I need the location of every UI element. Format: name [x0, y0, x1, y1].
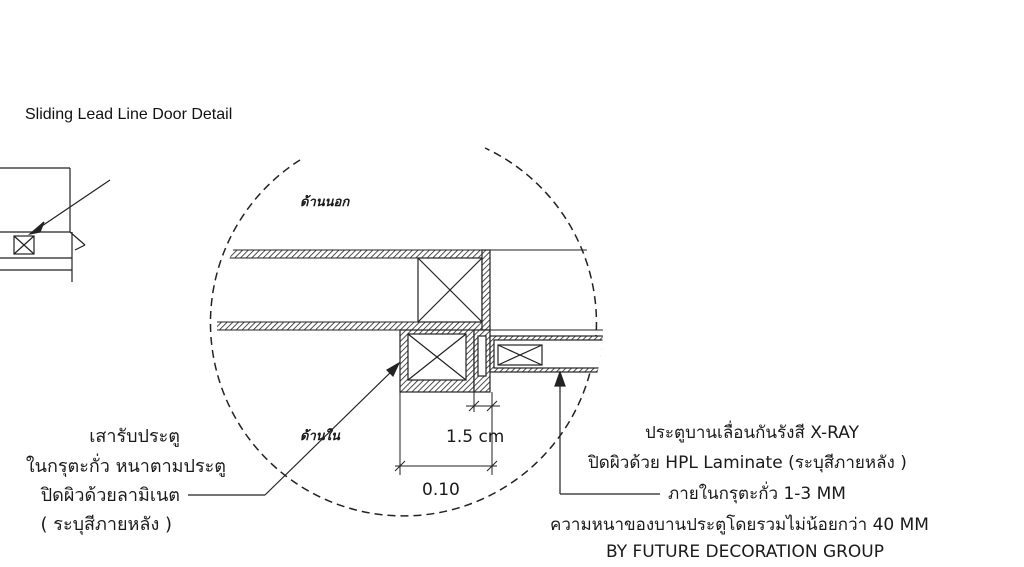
left-note-line: ในกรุตะกั่ว หนาตามประตู	[26, 453, 226, 477]
left-note: เสารับประตู ในกรุตะกั่ว หนาตามประตู ปิดผ…	[26, 426, 226, 535]
right-note-leader	[554, 370, 660, 495]
wall-end-block	[417, 249, 491, 331]
left-note-line: ( ระบุสีภายหลัง )	[41, 514, 172, 535]
drawing-title: Sliding Lead Line Door Detail	[25, 106, 233, 123]
right-note-line: ประตูบานเลื่อนกันรังสี X-RAY	[645, 420, 860, 443]
wall-section	[217, 249, 491, 331]
right-note-line: ปิดผิวด้วย HPL Laminate (ระบุสีภายหลัง )	[587, 453, 907, 473]
door-post	[399, 329, 491, 393]
sliding-door-leaf	[489, 335, 603, 373]
right-note-line: BY FUTURE DECORATION GROUP	[606, 542, 884, 562]
left-note-line: เสารับประตู	[89, 426, 180, 447]
right-note-line: ภายในกรุตะกั่ว 1-3 MM	[668, 481, 846, 504]
inside-label: ด้านใน	[300, 428, 341, 444]
right-note-line: ความหนาของบานประตูโดยรวมไม่น้อยกว่า 40 M…	[550, 514, 929, 535]
detail-circle	[209, 147, 598, 517]
left-note-line: ปิดผิวด้วยลามิเนต	[40, 485, 180, 506]
dimension-lines	[394, 392, 500, 475]
outside-label: ด้านนอก	[300, 194, 350, 210]
right-note: ประตูบานเลื่อนกันรังสี X-RAY ปิดผิวด้วย …	[550, 420, 929, 562]
gap-dimension: 1.5 cm	[446, 427, 504, 447]
frame-dimension: 0.10	[422, 480, 460, 500]
left-note-leader	[188, 361, 401, 496]
side-elevation-fragment	[0, 167, 111, 282]
